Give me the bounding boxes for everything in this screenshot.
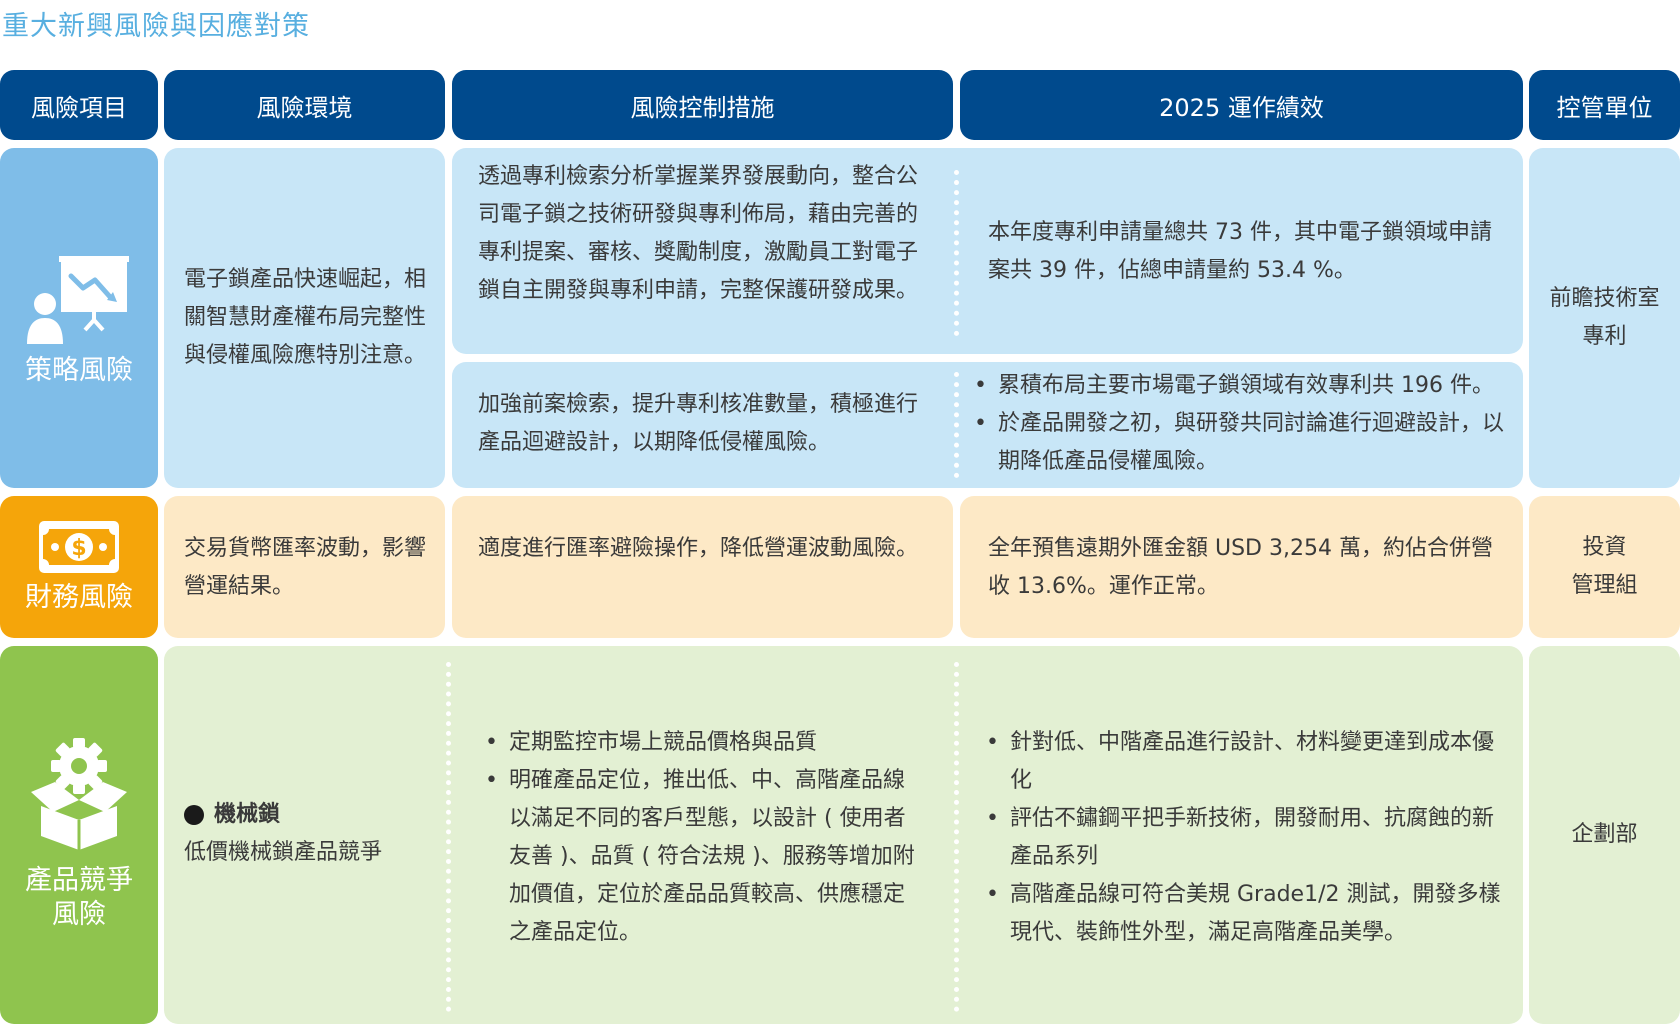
bullet-dot bbox=[184, 805, 204, 825]
environment-finance: 交易貨幣匯率波動，影響營運結果。 bbox=[164, 496, 445, 638]
environment-strategy: 電子鎖產品快速崛起，相關智慧財產權布局完整性與侵權風險應特別注意。 bbox=[164, 148, 445, 488]
risk-label-strategy: 策略風險 bbox=[0, 148, 158, 488]
performance-finance-text: 全年預售遠期外匯金額 USD 3,254 萬，約佔合併營收 13.6%。運作正常… bbox=[988, 536, 1493, 599]
dotted-divider bbox=[954, 662, 959, 1012]
environment-product-title-text: 機械鎖 bbox=[214, 802, 281, 827]
risk-name-product-line1: 產品競爭 bbox=[25, 865, 133, 896]
product-body: 機械鎖 低價機械鎖產品競爭 定期監控市場上競品價格與品質 明確產品定位，推出低、… bbox=[164, 646, 1523, 1024]
control-finance-text: 適度進行匯率避險操作，降低營運波動風險。 bbox=[478, 536, 919, 561]
risk-name-product: 產品競爭 風險 bbox=[25, 864, 133, 932]
environment-product: 機械鎖 低價機械鎖產品競爭 bbox=[184, 796, 444, 872]
performance-strategy-1: 本年度專利申請量總共 73 件，其中電子鎖領域申請案共 39 件，佔總申請量約 … bbox=[988, 220, 1492, 283]
dotted-divider bbox=[954, 170, 959, 336]
list-item: 針對低、中階產品進行設計、材料變更達到成本優化 bbox=[982, 724, 1502, 800]
svg-text:$: $ bbox=[71, 536, 86, 561]
dotted-divider bbox=[446, 662, 451, 1012]
list-item: 累積布局主要市場電子鎖領域有效專利共 196 件。 bbox=[970, 367, 1515, 405]
risk-label-finance: $ 財務風險 bbox=[0, 496, 158, 638]
performance-finance: 全年預售遠期外匯金額 USD 3,254 萬，約佔合併營收 13.6%。運作正常… bbox=[960, 496, 1523, 638]
performance-strategy-2: 累積布局主要市場電子鎖領域有效專利共 196 件。 於產品開發之初，與研發共同討… bbox=[970, 367, 1515, 481]
controls-product: 定期監控市場上競品價格與品質 明確產品定位，推出低、中、高階產品線以滿足不同的客… bbox=[481, 724, 919, 952]
unit-finance: 投資 管理組 bbox=[1529, 496, 1680, 638]
dotted-divider bbox=[954, 372, 959, 478]
unit-finance-line1: 投資 bbox=[1582, 535, 1627, 560]
environment-product-title: 機械鎖 bbox=[184, 796, 444, 834]
header-controls: 風險控制措施 bbox=[452, 70, 953, 140]
environment-strategy-text: 電子鎖產品快速崛起，相關智慧財產權布局完整性與侵權風險應特別注意。 bbox=[184, 267, 427, 368]
header-unit: 控管單位 bbox=[1529, 70, 1680, 140]
presentation-icon bbox=[27, 256, 129, 344]
page-title: 重大新興風險與因應對策 bbox=[2, 11, 310, 42]
unit-strategy-line2: 專利 bbox=[1582, 324, 1627, 349]
strategy-measure-2: 加強前案檢索，提升專利核准數量，積極進行產品迴避設計，以期降低侵權風險。 累積布… bbox=[452, 362, 1523, 488]
unit-strategy: 前瞻技術室 專利 bbox=[1529, 148, 1680, 488]
environment-finance-text: 交易貨幣匯率波動，影響營運結果。 bbox=[184, 536, 427, 599]
money-bill-icon: $ bbox=[39, 521, 119, 573]
unit-strategy-line1: 前瞻技術室 bbox=[1549, 286, 1660, 311]
list-item: 明確產品定位，推出低、中、高階產品線以滿足不同的客戶型態，以設計 ( 使用者友善… bbox=[481, 762, 919, 952]
risk-name-finance: 財務風險 bbox=[25, 582, 133, 613]
unit-product-text: 企劃部 bbox=[1571, 822, 1638, 847]
unit-finance-line2: 管理組 bbox=[1571, 573, 1638, 598]
list-item: 於產品開發之初，與研發共同討論進行迴避設計，以期降低產品侵權風險。 bbox=[970, 405, 1515, 481]
unit-product: 企劃部 bbox=[1529, 646, 1680, 1024]
list-item: 高階產品線可符合美規 Grade1/2 測試，開發多樣現代、裝飾性外型，滿足高階… bbox=[982, 876, 1502, 952]
strategy-measure-1: 透過專利檢索分析掌握業界發展動向，整合公司電子鎖之技術研發與專利佈局，藉由完善的… bbox=[452, 148, 1523, 354]
risk-name-product-line2: 風險 bbox=[52, 899, 106, 930]
control-strategy-1: 透過專利檢索分析掌握業界發展動向，整合公司電子鎖之技術研發與專利佈局，藉由完善的… bbox=[478, 164, 919, 303]
risk-name-strategy: 策略風險 bbox=[25, 355, 133, 386]
control-strategy-2: 加強前案檢索，提升專利核准數量，積極進行產品迴避設計，以期降低侵權風險。 bbox=[478, 392, 919, 455]
environment-product-text: 低價機械鎖產品競爭 bbox=[184, 840, 383, 865]
header-performance: 2025 運作績效 bbox=[960, 70, 1523, 140]
list-item: 定期監控市場上競品價格與品質 bbox=[481, 724, 919, 762]
list-item: 評估不鏽鋼平把手新技術，開發耐用、抗腐蝕的新產品系列 bbox=[982, 800, 1502, 876]
performance-product: 針對低、中階產品進行設計、材料變更達到成本優化 評估不鏽鋼平把手新技術，開發耐用… bbox=[982, 724, 1502, 952]
header-environment: 風險環境 bbox=[164, 70, 445, 140]
gear-box-icon bbox=[31, 738, 127, 850]
control-finance: 適度進行匯率避險操作，降低營運波動風險。 bbox=[452, 496, 953, 638]
risk-label-product: 產品競爭 風險 bbox=[0, 646, 158, 1024]
header-risk-item: 風險項目 bbox=[0, 70, 158, 140]
